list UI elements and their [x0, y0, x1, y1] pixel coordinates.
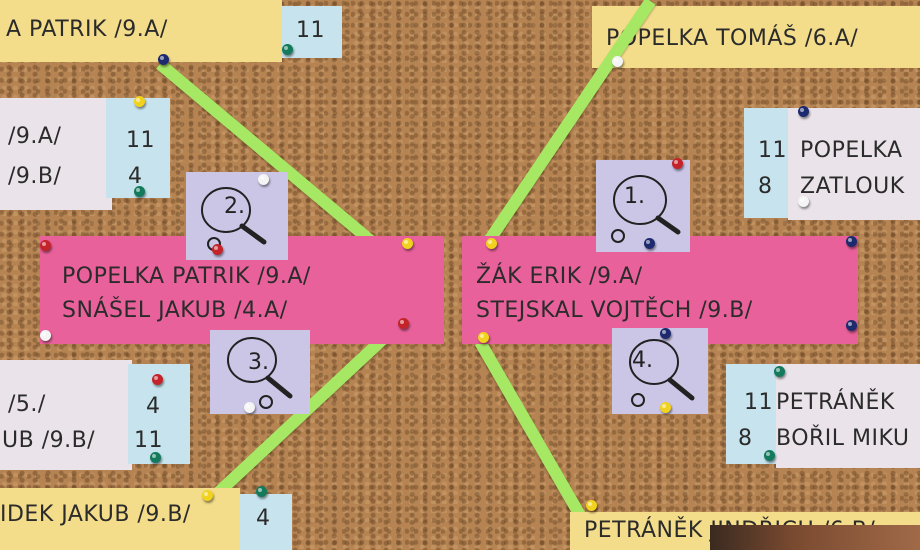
left-center-line2: SNÁŠEL JAKUB /4.A/ [62, 298, 288, 323]
push-pin-icon [152, 374, 163, 385]
push-pin-icon [202, 490, 213, 501]
right-center-line2: STEJSKAL VOJTĚCH /9.B/ [476, 298, 753, 323]
right-low-name2: BOŘIL MIKU [776, 426, 909, 451]
top-left-score: 11 [296, 18, 325, 43]
push-pin-icon [798, 196, 809, 207]
match-2-card: 2. [186, 172, 288, 260]
background-object [710, 525, 920, 550]
left-mid-score-card: 11 4 [106, 98, 170, 198]
left-low-score2: 11 [134, 428, 163, 453]
push-pin-icon [660, 328, 671, 339]
push-pin-icon [40, 240, 51, 251]
right-low-name-card: PETRÁNĚK BOŘIL MIKU [776, 364, 920, 468]
push-pin-icon [586, 500, 597, 511]
push-pin-icon [134, 96, 145, 107]
push-pin-icon [764, 450, 775, 461]
left-low-name-card: /5./ UB /9.B/ [0, 360, 132, 470]
right-mid-name2: ZATLOUK [800, 174, 905, 199]
right-mid-score2: 8 [758, 174, 773, 199]
push-pin-icon [486, 238, 497, 249]
match-1-label: 1. [624, 184, 645, 209]
push-pin-icon [846, 236, 857, 247]
right-low-score-card: 11 8 [726, 364, 778, 464]
match-4-card: 4. [612, 328, 708, 414]
right-mid-score1: 11 [758, 138, 787, 163]
push-pin-icon [846, 320, 857, 331]
right-low-score2: 8 [738, 426, 753, 451]
match-2-label: 2. [224, 194, 245, 219]
push-pin-icon [158, 54, 169, 65]
push-pin-icon [256, 486, 267, 497]
push-pin-icon [244, 402, 255, 413]
right-low-score1: 11 [744, 390, 773, 415]
right-mid-name1: POPELKA [800, 138, 903, 163]
left-mid-score1: 11 [126, 128, 155, 153]
match-4-label: 4. [632, 348, 653, 373]
push-pin-icon [672, 158, 683, 169]
push-pin-icon [282, 44, 293, 55]
left-low-line1: /5./ [8, 392, 46, 417]
push-pin-icon [258, 174, 269, 185]
left-center-line1: POPELKA PATRIK /9.A/ [62, 264, 311, 289]
ping-pong-paddle-icon [612, 328, 708, 414]
right-low-name1: PETRÁNĚK [776, 390, 895, 415]
push-pin-icon [660, 402, 671, 413]
push-pin-icon [798, 106, 809, 117]
top-right-name: POPELKA TOMÁŠ /6.A/ [606, 26, 858, 51]
push-pin-icon [612, 56, 623, 67]
push-pin-icon [402, 238, 413, 249]
push-pin-icon [150, 452, 161, 463]
bottom-left-name: IDEK JAKUB /9.B/ [0, 502, 191, 527]
push-pin-icon [774, 366, 785, 377]
push-pin-icon [212, 244, 223, 255]
left-mid-name-card: /9.A/ /9.B/ [0, 98, 112, 210]
left-mid-line2: /9.B/ [8, 164, 61, 189]
push-pin-icon [644, 238, 655, 249]
bracket-strip-4 [475, 339, 588, 523]
push-pin-icon [398, 318, 409, 329]
bottom-left-score-card: 4 [240, 494, 292, 550]
match-1-card: 1. [596, 160, 690, 252]
push-pin-icon [478, 332, 489, 343]
top-left-name-card: A PATRIK /9.A/ [0, 0, 282, 62]
push-pin-icon [40, 330, 51, 341]
top-left-name: A PATRIK /9.A/ [6, 17, 168, 42]
left-mid-line1: /9.A/ [8, 124, 61, 149]
left-low-line2: UB /9.B/ [2, 428, 95, 453]
left-low-score1: 4 [146, 394, 161, 419]
match-3-card: 3. [210, 330, 310, 414]
push-pin-icon [134, 186, 145, 197]
bottom-left-score: 4 [256, 506, 271, 531]
right-center-line1: ŽÁK ERIK /9.A/ [476, 264, 643, 289]
match-3-label: 3. [248, 350, 269, 375]
